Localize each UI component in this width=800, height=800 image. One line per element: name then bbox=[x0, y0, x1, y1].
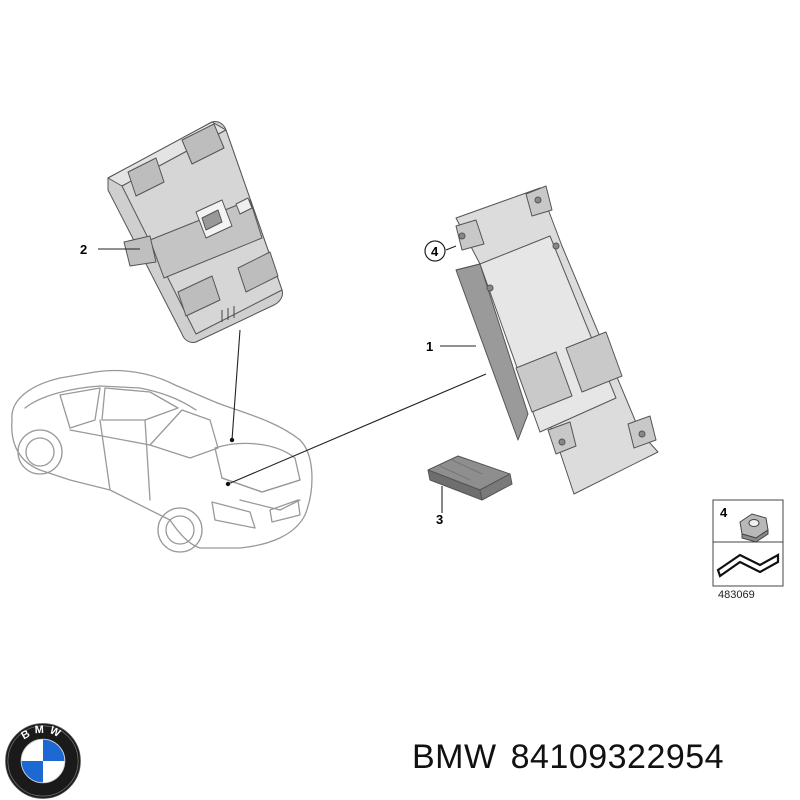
vehicle-outline bbox=[11, 369, 313, 553]
part-caption: BMW 84109322954 bbox=[412, 738, 724, 777]
leader-lines bbox=[98, 245, 487, 513]
bracket-profile-icon bbox=[716, 553, 780, 578]
leader-dot-lower bbox=[225, 481, 231, 487]
legend-box: 4 483069 bbox=[712, 499, 784, 601]
callout-2: 2 bbox=[80, 242, 87, 257]
bmw-logo: BMW bbox=[5, 723, 81, 799]
callout-4-circle bbox=[424, 240, 446, 262]
legend-item-number: 4 bbox=[720, 505, 728, 520]
legend-ref-number: 483069 bbox=[718, 589, 755, 601]
module-part-2 bbox=[107, 121, 283, 343]
pad-part-3 bbox=[427, 455, 513, 501]
callout-1: 1 bbox=[426, 339, 433, 354]
leader-dot-upper bbox=[229, 437, 235, 443]
brand-name: BMW bbox=[412, 738, 497, 776]
part-number: 84109322954 bbox=[510, 738, 725, 776]
nut-icon bbox=[739, 513, 769, 543]
callout-3: 3 bbox=[436, 512, 443, 527]
callout-4: 4 bbox=[431, 244, 439, 259]
module-part-1 bbox=[455, 185, 659, 495]
